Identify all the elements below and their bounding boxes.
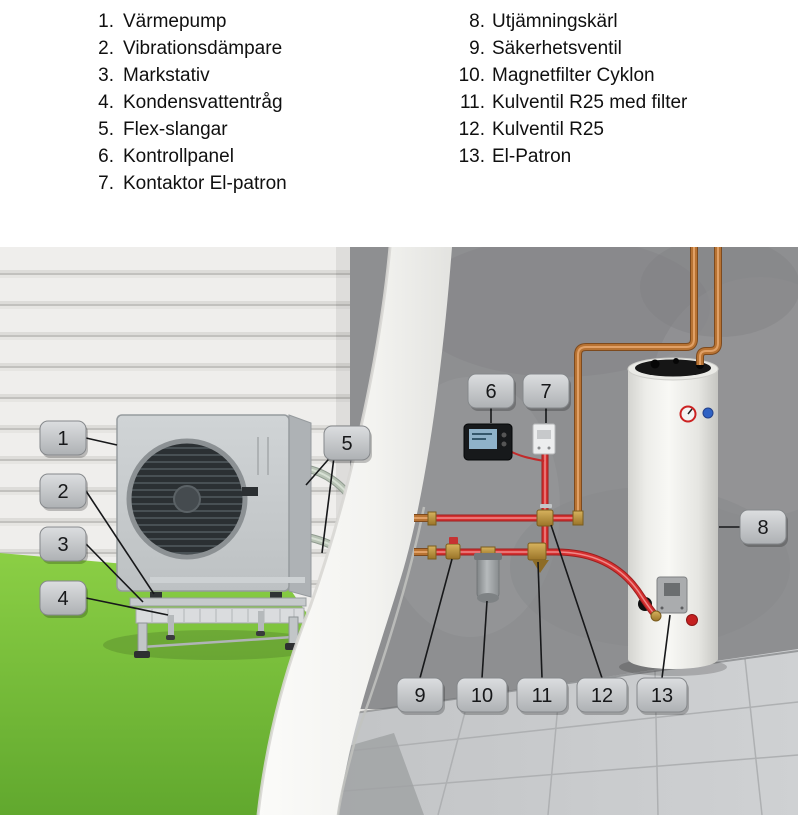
legend-item-4: 4.Kondensvattentråg bbox=[98, 92, 283, 113]
callout-4: 4 bbox=[39, 580, 88, 618]
valves bbox=[427, 504, 662, 622]
control-panel bbox=[463, 423, 513, 461]
installation-illustration: 1 2 3 4 5 6 7 8 9 10 11 12 13 bbox=[0, 247, 798, 815]
vibration-damper-left bbox=[150, 592, 162, 598]
svg-text:10: 10 bbox=[471, 685, 493, 707]
curved-wall bbox=[256, 247, 452, 815]
svg-text:12: 12 bbox=[591, 685, 613, 707]
stand-brace bbox=[141, 635, 294, 649]
brand-label bbox=[242, 487, 258, 496]
heat-pump bbox=[116, 414, 312, 598]
fan-hub bbox=[173, 485, 201, 513]
stand-back-rail bbox=[150, 577, 305, 583]
legend: 1.Värmepump 2.Vibrationsdämpare 3.Markst… bbox=[0, 0, 798, 247]
contactor bbox=[532, 423, 556, 455]
svg-text:3: 3 bbox=[57, 534, 68, 556]
callout-5: 5 bbox=[323, 425, 372, 463]
svg-text:2: 2 bbox=[57, 481, 68, 503]
magnet-filter bbox=[474, 546, 502, 603]
ball-valve-r25 bbox=[536, 504, 554, 527]
stand-leg-front-left bbox=[137, 622, 148, 654]
tank-inlet-fitting bbox=[650, 610, 662, 622]
legend-item-3: 3.Markstativ bbox=[98, 65, 210, 86]
leader-lines bbox=[85, 408, 740, 679]
svg-text:1: 1 bbox=[57, 428, 68, 450]
legend-item-10: 10.Magnetfilter Cyklon bbox=[458, 65, 655, 86]
svg-text:9: 9 bbox=[414, 685, 425, 707]
legend-item-11: 11.Kulventil R25 med filter bbox=[459, 92, 688, 113]
svg-text:8: 8 bbox=[757, 517, 768, 539]
stand-top-rail bbox=[129, 597, 307, 607]
svg-text:5: 5 bbox=[341, 433, 352, 455]
legend-item-8: 8.Utjämningskärl bbox=[469, 11, 618, 32]
svg-text:6: 6 bbox=[485, 381, 496, 403]
svg-text:11: 11 bbox=[532, 685, 553, 707]
legend-item-2: 2.Vibrationsdämpare bbox=[98, 38, 283, 59]
legend-item-12: 12.Kulventil R25 bbox=[458, 119, 604, 140]
legend-item-13: 13.El-Patron bbox=[458, 146, 572, 167]
legend-item-6: 6.Kontrollpanel bbox=[98, 146, 234, 167]
callout-9: 9 bbox=[396, 677, 445, 715]
reset-button bbox=[686, 614, 698, 626]
stand-foot-left bbox=[134, 651, 150, 658]
stand-leg-back-left bbox=[168, 615, 174, 637]
wall-floor-shadow bbox=[338, 733, 424, 815]
callout-7: 7 bbox=[522, 373, 571, 411]
callouts: 1 2 3 4 5 6 7 8 9 10 11 12 13 bbox=[39, 373, 788, 715]
ball-valve-r25-filter bbox=[527, 542, 549, 573]
callout-6: 6 bbox=[467, 373, 516, 411]
callout-13: 13 bbox=[636, 677, 689, 715]
legend-item-7: 7.Kontaktor El-patron bbox=[98, 173, 287, 194]
callout-1: 1 bbox=[39, 420, 88, 458]
svg-text:4: 4 bbox=[57, 588, 68, 610]
callout-11: 11 bbox=[516, 677, 569, 715]
legend-item-5: 5.Flex-slangar bbox=[98, 119, 228, 140]
vibration-damper-right bbox=[270, 592, 282, 598]
condensate-tray bbox=[135, 607, 305, 624]
el-patron bbox=[656, 576, 688, 614]
svg-text:13: 13 bbox=[651, 685, 673, 707]
legend-column-1: 1.Värmepump 2.Vibrationsdämpare 3.Markst… bbox=[92, 8, 287, 197]
callout-2: 2 bbox=[39, 473, 88, 511]
legend-column-2: 8.Utjämningskärl 9.Säkerhetsventil 10.Ma… bbox=[455, 8, 688, 170]
heat-pump-side bbox=[288, 414, 312, 598]
callout-8: 8 bbox=[739, 509, 788, 547]
callout-12: 12 bbox=[576, 677, 629, 715]
blue-valve-cap bbox=[702, 407, 714, 419]
scene-svg: 1 2 3 4 5 6 7 8 9 10 11 12 13 bbox=[0, 247, 798, 815]
legend-item-9: 9.Säkerhetsventil bbox=[469, 38, 622, 59]
stand-leg-back-right bbox=[258, 611, 264, 633]
buffer-tank bbox=[619, 357, 727, 676]
callout-3: 3 bbox=[39, 526, 88, 564]
ground-stand bbox=[129, 577, 307, 658]
callout-10: 10 bbox=[456, 677, 509, 715]
safety-valve bbox=[445, 537, 461, 560]
svg-text:7: 7 bbox=[540, 381, 551, 403]
legend-item-1: 1.Värmepump bbox=[98, 11, 227, 32]
